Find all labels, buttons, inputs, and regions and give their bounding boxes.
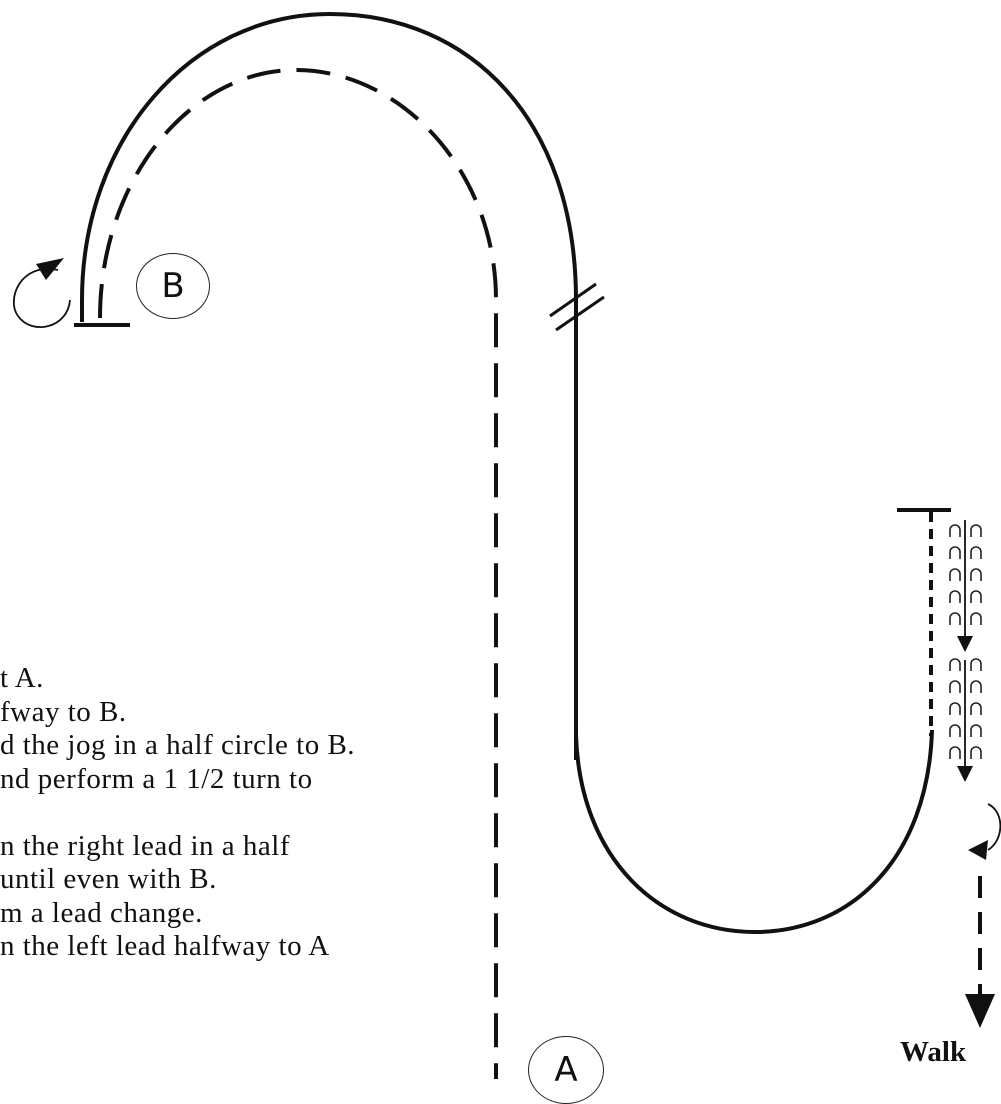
instructions-list: t A. fway to B. d the jog in a half circ… (0, 662, 355, 964)
instruction-line (0, 796, 355, 830)
instruction-line: m a lead change. (0, 896, 203, 929)
circular-arrow-icon (13, 258, 71, 328)
inner-lope-path (98, 67, 498, 1079)
walk-label: Walk (900, 1036, 967, 1068)
instruction-line: fway to B. (0, 695, 127, 728)
marker-b: B (136, 253, 210, 319)
outer-jog-path (80, 11, 578, 760)
down-arrow-icon (965, 876, 995, 1028)
pattern-diagram (13, 11, 1001, 1079)
curved-arrow-icon (968, 803, 1001, 860)
instruction-line: until even with B. (0, 863, 217, 895)
instruction-line: t A. (0, 662, 44, 694)
instruction-line: nd perform a 1 1/2 turn to (0, 762, 313, 795)
instruction-line: n the right lead in a half (0, 829, 291, 862)
hoofprint-icon (949, 658, 982, 782)
instruction-line: d the jog in a half circle to B. (0, 729, 356, 761)
break-marks (549, 282, 605, 332)
marker-a: A (528, 1036, 604, 1104)
instruction-line: n the left lead halfway to A (0, 930, 330, 962)
lower-half-circle-path (574, 729, 934, 935)
hoofprint-icon (949, 520, 982, 652)
